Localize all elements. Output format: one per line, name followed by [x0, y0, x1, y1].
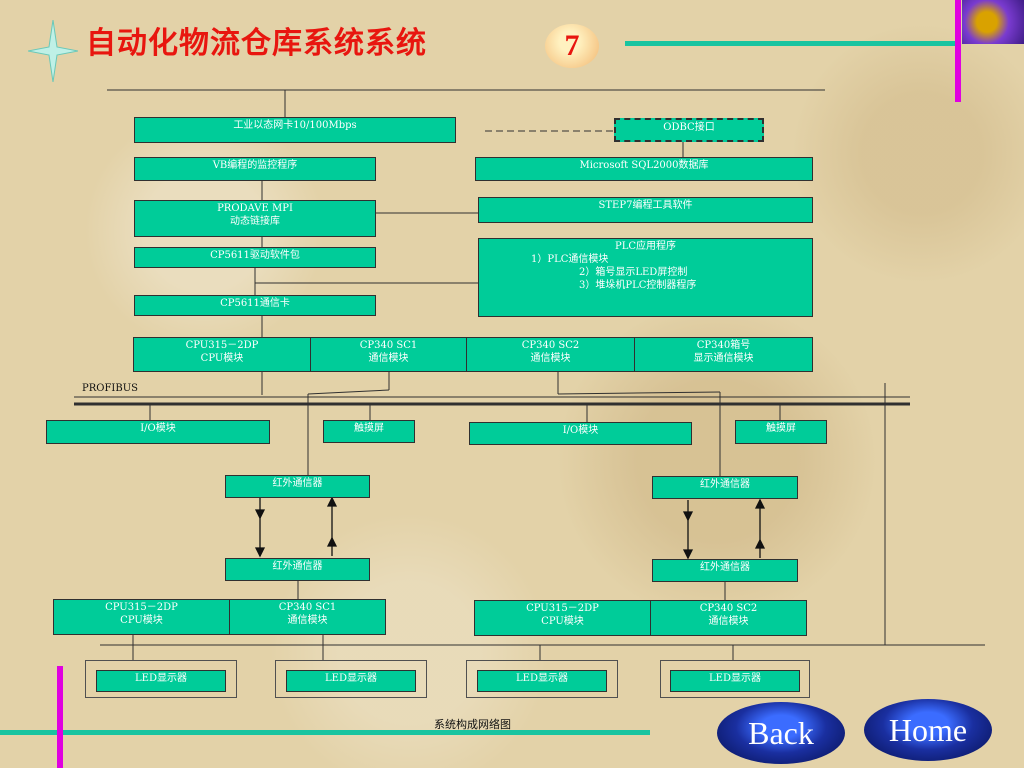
top-accent-line: [625, 41, 960, 46]
sql-database-box: Microsoft SQL2000数据库: [475, 157, 813, 181]
bottom-accent-line: [0, 730, 650, 735]
br-sc2-label-2: 通信模块: [708, 616, 749, 627]
br-cpu-label-2: CPU模块: [541, 616, 584, 627]
ir-left-bottom-label: 红外通信器: [272, 561, 323, 572]
led-3-label: LED显示器: [516, 673, 568, 684]
led-frame-1: [85, 660, 237, 698]
rack-cpu-label-2: CPU模块: [200, 353, 244, 364]
bottom-left-cp340-sc1-module: CP340 SC1 通信模块: [229, 599, 386, 635]
rack-cp340-sc1-module: CP340 SC1 通信模块: [310, 337, 467, 372]
vb-label: VB编程的监控程序: [212, 160, 298, 171]
bl-sc1-label-1: CP340 SC1: [278, 602, 337, 613]
rack-cp340-boxnum-module: CP340箱号 显示通信模块: [634, 337, 813, 372]
plc-item-2: 2）箱号显示LED屏控制: [579, 267, 688, 278]
bl-cpu-label-1: CPU315－2DP: [105, 602, 178, 613]
rack-sc2-label-2: 通信模块: [530, 353, 571, 364]
rack-sc1-label-1: CP340 SC1: [359, 340, 418, 351]
cp5611-driver-box: CP5611驱动软件包: [134, 247, 376, 268]
cp5611-card-box: CP5611通信卡: [134, 295, 376, 316]
led-frame-3: [466, 660, 618, 698]
led-display-3: LED显示器: [477, 670, 607, 692]
ethernet-card-label: 工业以态网卡10/100Mbps: [233, 120, 357, 131]
cp5611-driver-label: CP5611驱动软件包: [210, 250, 300, 261]
rack-box-label-2: 显示通信模块: [693, 353, 754, 364]
rack-cpu-label-1: CPU315－2DP: [185, 340, 259, 351]
touch-left-label: 触摸屏: [354, 423, 384, 434]
rack-cpu-module: CPU315－2DP CPU模块: [133, 337, 311, 372]
plc-application-box: PLC应用程序 1）PLC通信模块 2）箱号显示LED屏控制 3）堆垛机PLC控…: [478, 238, 813, 317]
led-display-1: LED显示器: [96, 670, 226, 692]
prodave-label-1: PRODAVE MPI: [217, 203, 293, 214]
br-sc2-label-1: CP340 SC2: [699, 603, 758, 614]
ir-right-top-label: 红外通信器: [700, 479, 750, 490]
plc-item-3: 3）堆垛机PLC控制器程序: [579, 280, 697, 291]
ir-communicator-right-bottom: 红外通信器: [652, 559, 798, 582]
ir-right-bottom-label: 红外通信器: [700, 562, 750, 573]
touchscreen-left: 触摸屏: [323, 420, 415, 443]
led-frame-2: [275, 660, 427, 698]
touch-right-label: 触摸屏: [766, 423, 796, 434]
io-right-label: I/O模块: [562, 425, 599, 436]
cp5611-card-label: CP5611通信卡: [220, 298, 290, 309]
sql-label: Microsoft SQL2000数据库: [579, 160, 709, 171]
bottom-left-accent-bar: [57, 666, 63, 768]
ir-communicator-right-top: 红外通信器: [652, 476, 798, 499]
bl-sc1-label-2: 通信模块: [287, 615, 328, 626]
led-2-label: LED显示器: [325, 673, 377, 684]
page-number-badge: 7: [545, 24, 599, 68]
step7-tool-box: STEP7编程工具软件: [478, 197, 813, 223]
odbc-interface-box: ODBC接口: [614, 118, 764, 142]
prodave-label-2: 动态链接库: [230, 216, 280, 227]
ir-communicator-left-bottom: 红外通信器: [225, 558, 370, 581]
led-frame-4: [660, 660, 810, 698]
ethernet-card-box: 工业以态网卡10/100Mbps: [134, 117, 456, 143]
rack-sc1-label-2: 通信模块: [368, 353, 409, 364]
io-module-left: I/O模块: [46, 420, 270, 444]
vb-monitor-program-box: VB编程的监控程序: [134, 157, 376, 181]
slide-title: 自动化物流仓库系统系统: [86, 26, 427, 61]
bl-cpu-label-2: CPU模块: [120, 615, 163, 626]
led-1-label: LED显示器: [135, 673, 187, 684]
prodave-mpi-box: PRODAVE MPI 动态链接库: [134, 200, 376, 237]
bottom-left-cpu-module: CPU315－2DP CPU模块: [53, 599, 230, 635]
odbc-label: ODBC接口: [663, 122, 715, 133]
back-button[interactable]: Back: [717, 702, 845, 764]
plc-item-1: 1）PLC通信模块: [531, 254, 609, 265]
ir-left-top-label: 红外通信器: [272, 478, 323, 489]
io-module-right: I/O模块: [469, 422, 692, 445]
home-button[interactable]: Home: [864, 699, 992, 761]
led-4-label: LED显示器: [709, 673, 761, 684]
sparkle-star-icon: [28, 20, 78, 82]
profibus-label: PROFIBUS: [82, 383, 138, 394]
planet-logo-icon: [962, 0, 1024, 44]
rack-box-label-1: CP340箱号: [696, 340, 751, 351]
ir-communicator-left-top: 红外通信器: [225, 475, 370, 498]
rack-cp340-sc2-module: CP340 SC2 通信模块: [466, 337, 635, 372]
bottom-right-cp340-sc2-module: CP340 SC2 通信模块: [650, 600, 807, 636]
touchscreen-right: 触摸屏: [735, 420, 827, 444]
plc-title-label: PLC应用程序: [614, 241, 677, 252]
br-cpu-label-1: CPU315－2DP: [526, 603, 599, 614]
top-right-accent-bar: [955, 0, 961, 102]
diagram-caption: 系统构成网络图: [434, 718, 511, 731]
led-display-2: LED显示器: [286, 670, 416, 692]
io-left-label: I/O模块: [140, 423, 176, 434]
step7-label: STEP7编程工具软件: [598, 200, 693, 211]
led-display-4: LED显示器: [670, 670, 800, 692]
rack-sc2-label-1: CP340 SC2: [521, 340, 580, 351]
bottom-right-cpu-module: CPU315－2DP CPU模块: [474, 600, 651, 636]
